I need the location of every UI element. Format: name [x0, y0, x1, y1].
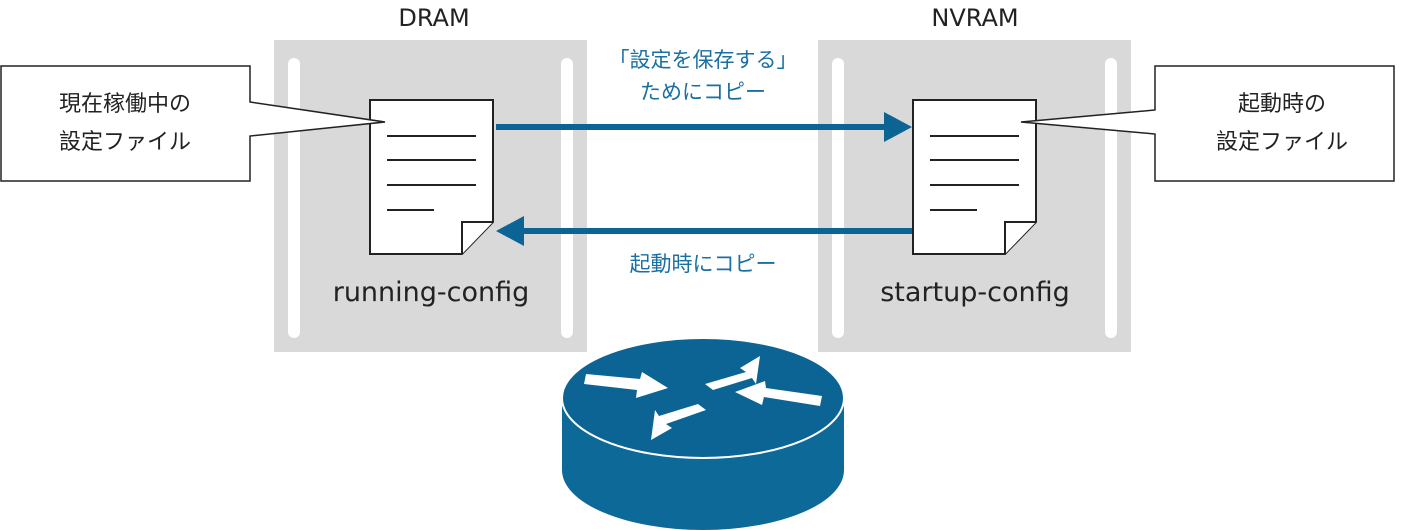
router-arrow-out-bottom — [651, 404, 706, 440]
router-icon — [561, 337, 845, 530]
current-config-line2: 設定ファイル — [58, 130, 192, 155]
startup-config-callout-text: 起動時の 設定ファイル — [1216, 86, 1348, 162]
current-config-line1: 現在稼働中の — [58, 92, 192, 117]
dram-slot-right — [561, 58, 573, 338]
startup-config-line1: 起動時の — [1237, 92, 1327, 117]
save-copy-label: 「設定を保存する」 ためにコピー — [609, 44, 798, 108]
router-arrow-in-right — [735, 381, 822, 406]
nvram-title: NVRAM — [931, 4, 1019, 32]
dram-slot-left — [288, 58, 300, 338]
startup-config-callout — [1020, 65, 1395, 182]
nvram-slot-left — [832, 58, 844, 338]
startup-config-label: startup-config — [880, 277, 1070, 308]
dram-title: DRAM — [398, 4, 470, 32]
router-arrow-in-left — [584, 372, 668, 398]
save-copy-line2: ためにコピー — [640, 80, 766, 104]
running-config-document-icon — [369, 99, 494, 255]
running-config-label: running-config — [332, 277, 530, 308]
router-arrow-out-top — [705, 356, 760, 390]
startup-config-document-icon — [912, 99, 1037, 255]
current-config-callout-text: 現在稼働中の 設定ファイル — [59, 86, 191, 162]
boot-copy-arrow — [496, 216, 912, 246]
nvram-slot-right — [1105, 58, 1117, 338]
startup-config-line2: 設定ファイル — [1215, 130, 1349, 155]
save-copy-line1: 「設定を保存する」 — [608, 48, 798, 72]
save-copy-arrow — [496, 112, 912, 142]
boot-copy-label: 起動時にコピー — [629, 252, 777, 276]
current-config-callout — [0, 65, 386, 182]
